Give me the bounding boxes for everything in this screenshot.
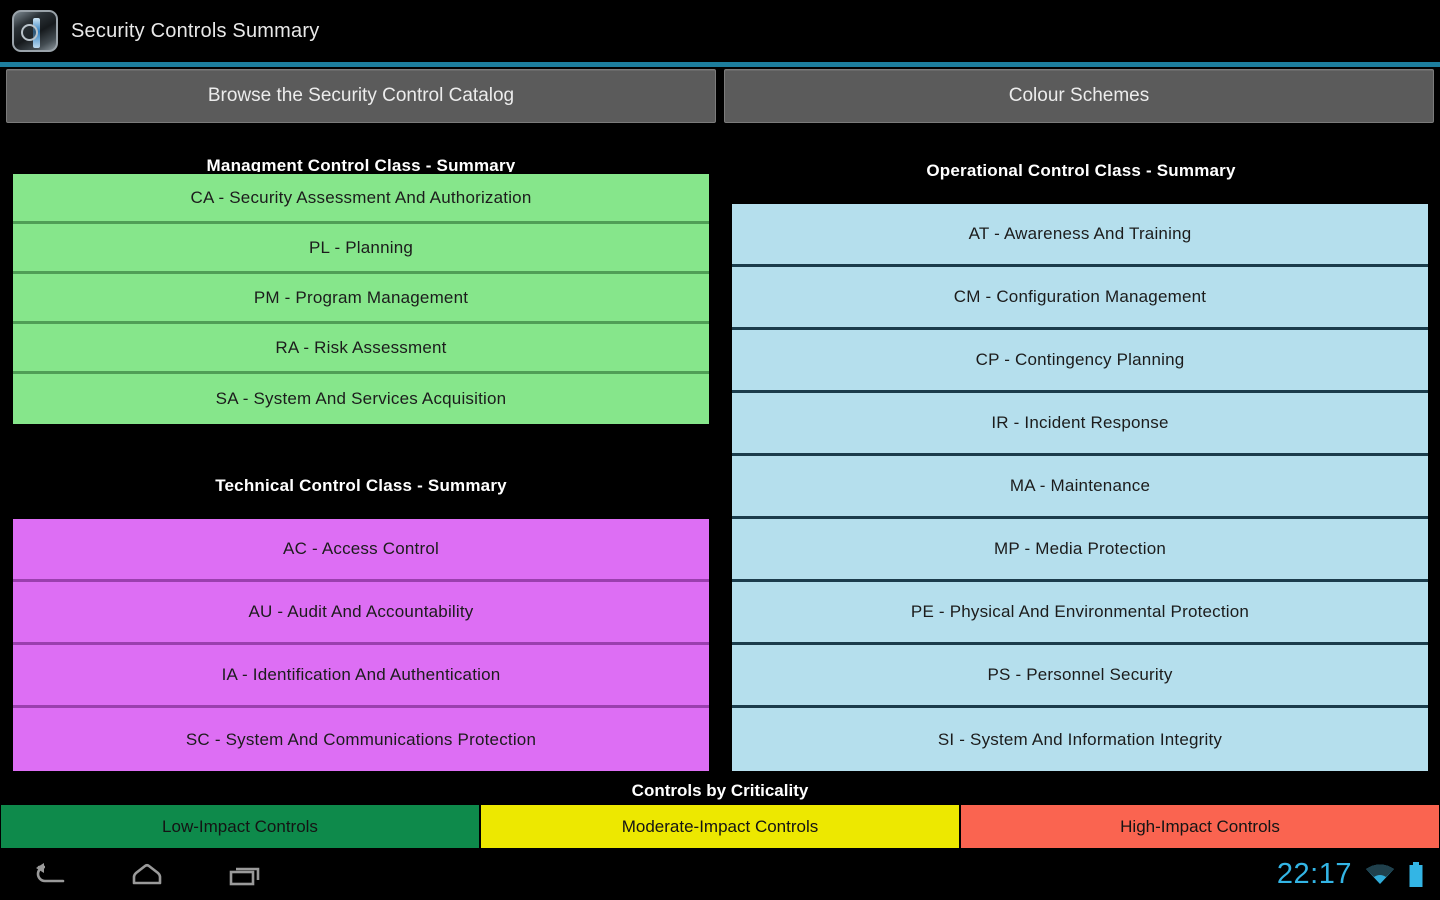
clock: 22:17 <box>1276 858 1352 890</box>
list-item[interactable]: PM - Program Management <box>13 274 709 324</box>
technical-control-list: AC - Access Control AU - Audit And Accou… <box>11 517 711 773</box>
accent-divider <box>0 62 1440 67</box>
list-item[interactable]: CA - Security Assessment And Authorizati… <box>13 174 709 224</box>
management-class-heading: Managment Control Class - Summary <box>206 156 516 175</box>
criticality-band-low[interactable]: Low-Impact Controls <box>0 804 480 849</box>
list-item[interactable]: CP - Contingency Planning <box>732 330 1428 393</box>
status-area: 22:17 <box>1277 860 1424 889</box>
list-item[interactable]: SA - System And Services Acquisition <box>13 374 709 424</box>
left-column: Managment Control Class - Summary CA - S… <box>0 128 722 773</box>
tab-browse-catalog[interactable]: Browse the Security Control Catalog <box>6 69 716 123</box>
control-classes-area: Managment Control Class - Summary CA - S… <box>0 128 1440 773</box>
right-column: Operational Control Class - Summary AT -… <box>722 128 1440 773</box>
recent-apps-icon[interactable] <box>222 858 268 892</box>
wifi-icon <box>1364 863 1396 887</box>
criticality-bar: Low-Impact Controls Moderate-Impact Cont… <box>0 804 1440 849</box>
list-item[interactable]: PS - Personnel Security <box>732 645 1428 708</box>
technical-class-heading: Technical Control Class - Summary <box>215 476 507 495</box>
list-item[interactable]: RA - Risk Assessment <box>13 324 709 374</box>
list-item[interactable]: MA - Maintenance <box>732 456 1428 519</box>
criticality-band-moderate[interactable]: Moderate-Impact Controls <box>480 804 960 849</box>
title-bar: Security Controls Summary <box>0 0 1440 62</box>
list-item[interactable]: MP - Media Protection <box>732 519 1428 582</box>
list-item[interactable]: AT - Awareness And Training <box>732 204 1428 267</box>
android-nav-bar: 22:17 <box>0 849 1440 900</box>
criticality-band-high[interactable]: High-Impact Controls <box>960 804 1440 849</box>
home-icon[interactable] <box>124 858 170 892</box>
back-icon[interactable] <box>26 858 72 892</box>
nav-buttons <box>26 858 268 892</box>
criticality-heading: Controls by Criticality <box>631 781 809 800</box>
list-item[interactable]: IA - Identification And Authentication <box>13 645 709 708</box>
battery-icon <box>1408 861 1424 888</box>
list-item[interactable]: SC - System And Communications Protectio… <box>13 708 709 771</box>
tab-colour-schemes[interactable]: Colour Schemes <box>724 69 1434 123</box>
list-item[interactable]: PL - Planning <box>13 224 709 274</box>
list-item[interactable]: IR - Incident Response <box>732 393 1428 456</box>
app-icon <box>12 10 58 52</box>
list-item[interactable]: PE - Physical And Environmental Protecti… <box>732 582 1428 645</box>
list-item[interactable]: CM - Configuration Management <box>732 267 1428 330</box>
tab-bar: Browse the Security Control Catalog Colo… <box>0 69 1440 123</box>
page-title: Security Controls Summary <box>71 19 320 42</box>
list-item[interactable]: SI - System And Information Integrity <box>732 708 1428 771</box>
list-item[interactable]: AC - Access Control <box>13 519 709 582</box>
operational-class-heading: Operational Control Class - Summary <box>926 161 1236 180</box>
management-control-list: CA - Security Assessment And Authorizati… <box>11 172 711 426</box>
list-item[interactable]: AU - Audit And Accountability <box>13 582 709 645</box>
operational-control-list: AT - Awareness And Training CM - Configu… <box>730 202 1430 773</box>
